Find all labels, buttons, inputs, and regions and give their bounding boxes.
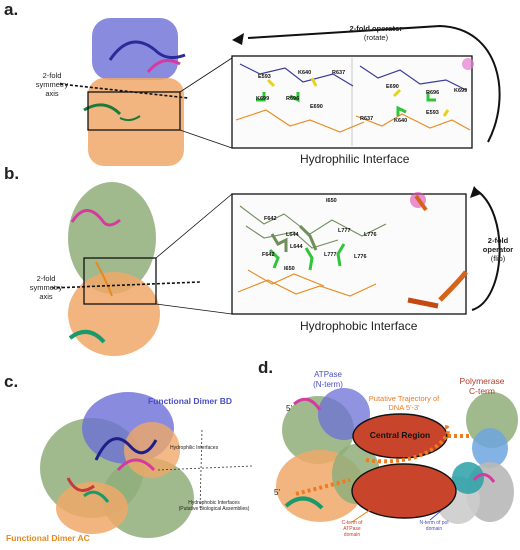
residue-label: L777 xyxy=(324,252,337,258)
panel-a-zoom-line-bottom xyxy=(179,129,233,149)
residue-label: E690 xyxy=(386,84,399,90)
panel-d-left-structure xyxy=(276,388,380,522)
panel-c-hydrophilic-axis xyxy=(199,429,203,511)
panel-d-cterm-line1: C-term of xyxy=(341,520,363,526)
panel-b-operator-line1: 2-fold xyxy=(487,236,509,245)
panel-a-axis-label-line1: 2-fold xyxy=(42,71,62,80)
residue-label: E593 xyxy=(258,74,271,80)
panel-b-selection-box xyxy=(83,257,157,305)
panel-a-operator-line2: (rotate) xyxy=(363,33,389,42)
panel-d-polymerase-line2: C-term xyxy=(469,386,495,396)
residue-label: L777 xyxy=(338,228,351,234)
panel-d-five-prime-bottom: 5' xyxy=(274,488,280,497)
panel-d-cterm-line2: ATPase xyxy=(343,526,361,532)
panel-b-axis-label: 2-fold symmetry axis xyxy=(24,274,68,301)
panel-a-interface-caption: Hydrophilic Interface xyxy=(300,152,410,166)
panel-c-hydrophobic-line2: (Putative Biological Assemblies) xyxy=(178,506,250,512)
panel-b-structure xyxy=(68,182,160,356)
panel-b-operator-label: 2-fold operator (flip) xyxy=(476,236,520,263)
residue-label: R637 xyxy=(360,116,374,122)
panel-a-axis-label: 2-fold symmetry axis xyxy=(30,71,74,98)
panel-a-axis-label-line3: axis xyxy=(45,89,59,98)
panel-d-polymerase-label: Polymerase C-term xyxy=(452,376,512,396)
panel-b-axis-label-line3: axis xyxy=(39,292,53,301)
panel-d-central-region: Central Region xyxy=(369,430,431,440)
panel-c-structure xyxy=(40,392,194,538)
panel-a-axis-label-line2: symmetry xyxy=(35,80,69,89)
panel-b-zoom-box xyxy=(231,192,468,315)
panel-a-label: a. xyxy=(4,0,19,19)
panel-d-dna-trajectory xyxy=(365,425,451,464)
residue-label: K699 xyxy=(454,88,468,94)
panel-d-nterm-line2: domain xyxy=(425,526,443,532)
panel-d-trajectory-line2: DNA 5'-3' xyxy=(388,403,420,412)
panel-c-dimer-bd: Functional Dimer BD xyxy=(148,396,233,406)
residue-label: R696 xyxy=(426,90,440,96)
panel-d-cterm-line3: domain xyxy=(343,532,361,538)
panel-b-label: b. xyxy=(4,164,20,183)
residue-label: R637 xyxy=(332,70,346,76)
panel-a-structure xyxy=(83,18,186,166)
panel-d-lower-ellipse xyxy=(351,463,457,519)
panel-a-rotate-arrow xyxy=(247,24,501,143)
panel-a-symmetry-axis xyxy=(59,83,189,99)
residue-label: K640 xyxy=(298,70,312,76)
panel-a-zoom-line-top xyxy=(179,57,233,93)
residue-label: K640 xyxy=(394,118,408,124)
panel-a-zoom-box xyxy=(231,55,474,149)
panel-c-hydrophilic-label: Hydrophilic Interfaces xyxy=(170,445,219,451)
panel-a-arrow-head xyxy=(232,33,244,45)
panel-d-nterm-line1: N-term of pol xyxy=(419,520,449,526)
panel-c-label: c. xyxy=(4,372,19,391)
panel-b-arrow-head xyxy=(470,186,481,198)
panel-d-nterm-label: N-term of pol domain xyxy=(406,520,462,532)
panel-d-five-prime-top: 5' xyxy=(286,404,292,413)
residue-label: R696 xyxy=(286,96,300,102)
panel-b-operator-line3: (flip) xyxy=(490,254,506,263)
panel-d-cterm-pointer xyxy=(351,509,371,523)
panel-c-hydrophobic-line1: Hydrophobic Interfaces xyxy=(188,500,240,506)
panel-d-label: d. xyxy=(258,358,274,377)
residue-label: I650 xyxy=(326,198,337,204)
panel-b-zoom-line-top xyxy=(155,193,233,259)
panel-b-axis-label-line1: 2-fold xyxy=(36,274,56,283)
panel-d-atpase-label: ATPase (N-term) xyxy=(306,370,350,390)
residue-label: L776 xyxy=(364,232,377,238)
panel-d-trajectory-line1: Putative Trajectory of xyxy=(368,394,440,403)
panel-c-hydrophobic-label: Hydrophobic Interfaces (Putative Biologi… xyxy=(166,500,262,512)
panel-d-nterm-pointer xyxy=(429,509,443,521)
residue-label: L776 xyxy=(354,254,367,260)
panel-a-selection-box xyxy=(87,91,181,131)
panel-d-atpase-line1: ATPase xyxy=(314,370,342,379)
residue-label: F642 xyxy=(264,216,277,222)
residue-label: F642 xyxy=(262,252,275,258)
residue-label: K699 xyxy=(256,96,270,102)
panel-d-cterm-label: C-term of ATPase domain xyxy=(330,520,374,538)
panel-d-polymerase-line1: Polymerase xyxy=(459,376,505,386)
panel-b-zoom-line-bottom xyxy=(155,303,233,315)
residue-label: E690 xyxy=(310,104,323,110)
panel-b-interface-caption: Hydrophobic Interface xyxy=(300,319,418,333)
panel-b-operator-line2: operator xyxy=(482,245,514,254)
panel-c-dimer-ac: Functional Dimer AC xyxy=(6,533,90,543)
residue-label: I650 xyxy=(284,266,295,272)
panel-d-atpase-line2: (N-term) xyxy=(313,380,343,389)
residue-label: E593 xyxy=(426,110,439,116)
panel-a-operator-line1: 2-fold operator xyxy=(349,24,403,33)
residue-label: L644 xyxy=(286,232,299,238)
residue-label: L644 xyxy=(290,244,303,250)
panel-d-central-region-ellipse xyxy=(352,413,448,459)
panel-b-flip-arrow xyxy=(471,189,501,311)
panel-a-operator-label: 2-fold operator (rotate) xyxy=(336,24,416,42)
panel-b-axis-label-line2: symmetry xyxy=(29,283,63,292)
panel-d-trajectory-label: Putative Trajectory of DNA 5'-3' xyxy=(354,394,454,412)
